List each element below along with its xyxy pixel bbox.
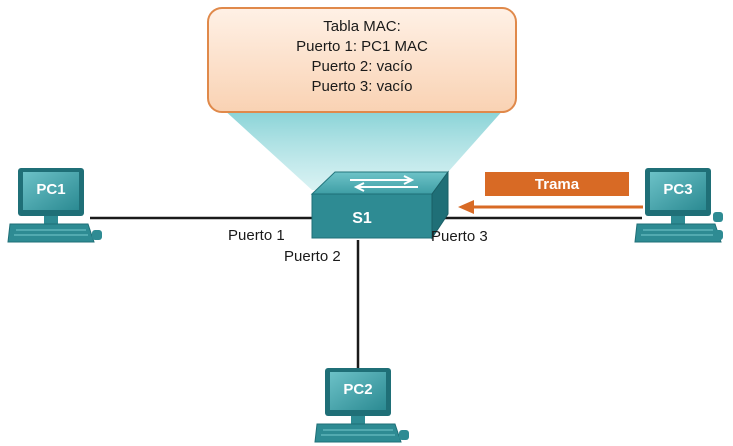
pc2: PC2 (314, 368, 409, 443)
pc2-label: PC2 (343, 381, 372, 398)
pc1-label: PC1 (36, 181, 65, 198)
switching-arrows-icon (350, 175, 418, 192)
pc3: PC3 (634, 168, 723, 243)
port3-label: Puerto 3 (431, 228, 488, 245)
port2-label: Puerto 2 (284, 248, 341, 265)
callout-beam (222, 108, 505, 190)
mac-table-callout: Tabla MAC: Puerto 1: PC1 MAC Puerto 2: v… (207, 7, 517, 113)
frame-arrow: Trama (458, 172, 643, 214)
mac-table-entry-port3: Puerto 3: vacío (312, 78, 413, 95)
switch-label: S1 (352, 210, 372, 227)
mac-table-title: Tabla MAC: (323, 18, 401, 35)
frame-label-box (485, 172, 629, 196)
cables (90, 216, 642, 372)
pc1: PC1 (7, 168, 102, 243)
mac-table-entry-port2: Puerto 2: vacío (312, 58, 413, 75)
port1-label: Puerto 1 (228, 227, 285, 244)
switch-s1: S1 (310, 170, 449, 240)
frame-label: Trama (535, 176, 580, 193)
pc3-label: PC3 (663, 181, 692, 198)
mac-table-entry-port1: Puerto 1: PC1 MAC (296, 38, 428, 55)
frame-arrowhead-icon (458, 200, 474, 214)
